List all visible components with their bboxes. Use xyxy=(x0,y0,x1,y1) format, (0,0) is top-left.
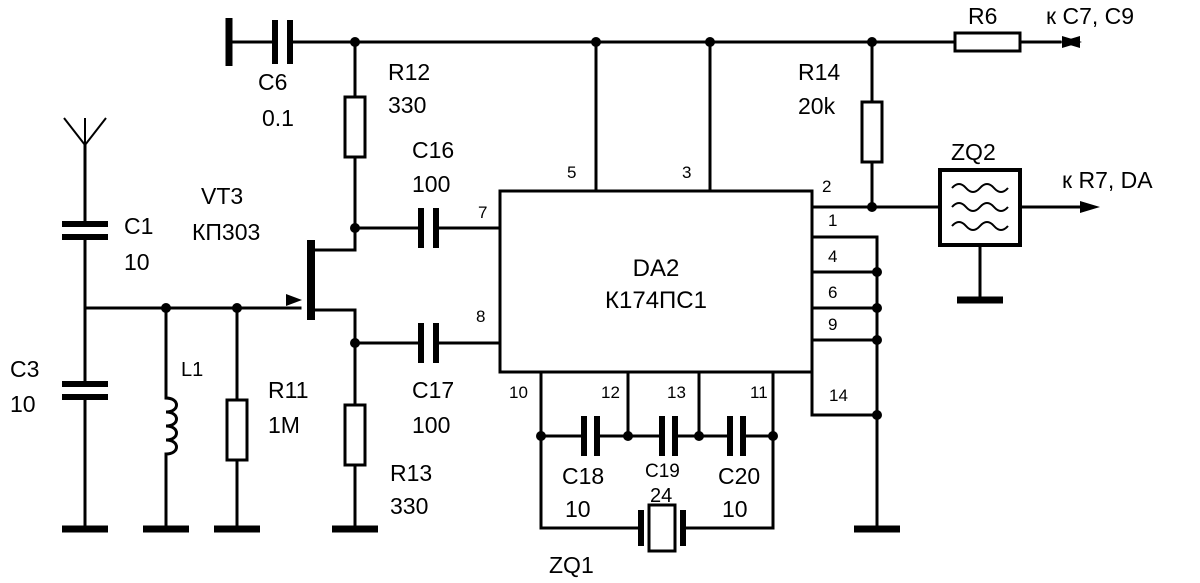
capacitor-c19 xyxy=(659,416,678,456)
label-c6-value: 0.1 xyxy=(262,105,294,131)
label-c17-value: 100 xyxy=(412,412,450,438)
label-vt3-value: КП303 xyxy=(192,219,260,245)
capacitor-c3 xyxy=(62,381,108,400)
label-r13-value: 330 xyxy=(390,493,428,519)
crystal-zq1 xyxy=(638,503,686,553)
label-zq2-destination: к R7, DA xyxy=(1062,167,1153,193)
label-r12-value: 330 xyxy=(388,92,426,118)
pin-number-7: 7 xyxy=(478,203,487,222)
resistor-r6 xyxy=(953,31,1022,53)
label-c18-ref: C18 xyxy=(562,463,604,489)
label-r14-ref: R14 xyxy=(798,59,840,85)
label-da2-type: К174ПС1 xyxy=(605,287,707,314)
label-c3-ref: C3 xyxy=(10,356,39,382)
pin-number-8: 8 xyxy=(476,307,485,326)
label-r14-value: 20k xyxy=(798,93,836,119)
chip-da2 xyxy=(498,189,814,374)
pin-number-12: 12 xyxy=(601,383,620,402)
label-r12-ref: R12 xyxy=(388,59,430,85)
antenna-icon xyxy=(63,117,107,146)
label-l1-ref: L1 xyxy=(181,359,203,381)
label-zq1-ref: ZQ1 xyxy=(549,552,594,578)
pin-number-14: 14 xyxy=(829,386,848,405)
capacitor-c17 xyxy=(418,323,439,363)
label-c1-value: 10 xyxy=(124,249,150,275)
label-c3-value: 10 xyxy=(10,391,36,417)
label-r6-destination: к C7, C9 xyxy=(1046,3,1134,29)
label-zq2-ref: ZQ2 xyxy=(951,139,996,165)
label-c19-value: 24 xyxy=(650,485,672,507)
pin-number-9: 9 xyxy=(828,315,837,334)
pin-number-5: 5 xyxy=(567,163,576,182)
label-c17-ref: C17 xyxy=(412,377,454,403)
inductor-l1 xyxy=(164,396,178,462)
label-da2-ref: DA2 xyxy=(633,255,680,282)
pin-number-11: 11 xyxy=(750,383,768,402)
label-c19-ref: C19 xyxy=(645,461,680,482)
pin-number-4: 4 xyxy=(828,247,837,266)
pin-number-3: 3 xyxy=(682,163,691,182)
capacitor-c1 xyxy=(62,221,108,240)
resistor-r11 xyxy=(225,398,249,462)
resistor-r13 xyxy=(343,403,367,467)
transistor-vt3 xyxy=(286,240,315,320)
capacitor-c18 xyxy=(581,416,600,456)
ground-symbols xyxy=(62,296,1003,533)
label-c1-ref: C1 xyxy=(124,213,153,239)
label-r6-ref: R6 xyxy=(968,3,997,29)
filter-zq2 xyxy=(938,168,1022,247)
resistor-r12 xyxy=(343,95,367,159)
pin-number-6: 6 xyxy=(828,283,837,302)
arrow-right-icon xyxy=(1062,36,1082,48)
label-c18-value: 10 xyxy=(565,496,591,522)
capacitor-c16 xyxy=(418,208,439,248)
junction-dots xyxy=(161,37,882,441)
label-r11-ref: R11 xyxy=(268,377,309,403)
wires xyxy=(83,40,1082,530)
resistor-r14 xyxy=(860,100,884,164)
label-c16-ref: C16 xyxy=(412,137,454,163)
label-r13-ref: R13 xyxy=(390,460,432,486)
label-vt3-ref: VT3 xyxy=(201,183,243,209)
label-c20-ref: C20 xyxy=(718,463,760,489)
pin-number-2: 2 xyxy=(822,177,831,196)
pin-number-1: 1 xyxy=(828,211,837,230)
pin-number-10: 10 xyxy=(509,383,528,402)
label-r11-value: 1M xyxy=(268,412,300,438)
capacitor-c20 xyxy=(727,416,746,456)
pin-number-13: 13 xyxy=(667,383,686,402)
arrow-right-icon xyxy=(1080,201,1100,213)
capacitor-c6 xyxy=(225,18,293,66)
label-c20-value: 10 xyxy=(722,496,748,522)
label-c6-ref: C6 xyxy=(258,69,287,95)
label-c16-value: 100 xyxy=(412,171,450,197)
